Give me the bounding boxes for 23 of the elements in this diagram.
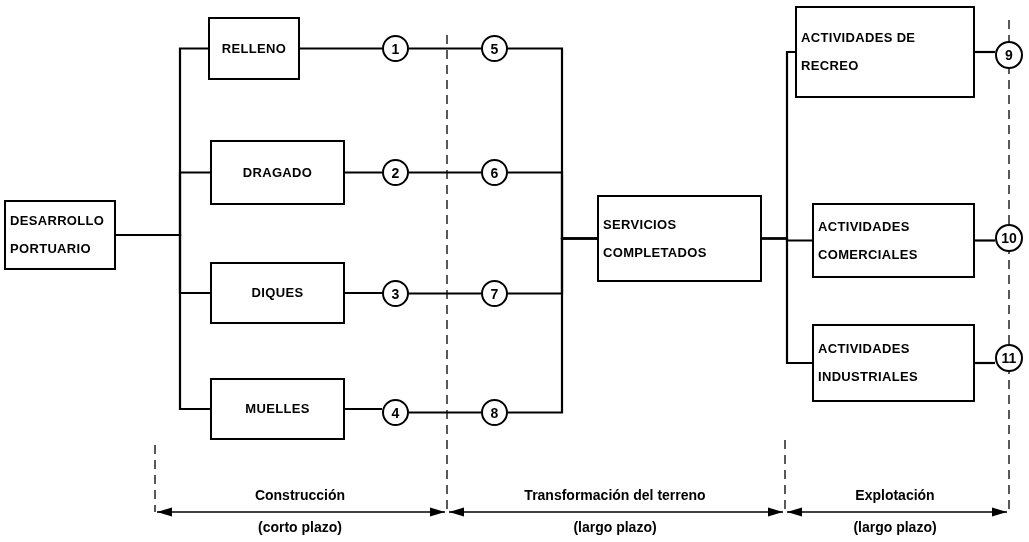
connector-line — [762, 237, 812, 365]
process-box: RELLENO — [208, 17, 300, 80]
process-box: MUELLES — [210, 378, 345, 440]
connector-line — [409, 171, 481, 174]
connector-line — [508, 237, 597, 414]
connector-line — [345, 291, 382, 295]
process-box: ACTIVIDADES DE RECREO — [795, 6, 975, 98]
connector-line — [345, 171, 382, 174]
connector-line — [345, 407, 382, 411]
connector-line — [975, 50, 995, 54]
connector-line — [975, 361, 995, 365]
process-box: DRAGADO — [210, 140, 345, 205]
process-box: ACTIVIDADES INDUSTRIALES — [812, 324, 975, 402]
connector-line — [409, 47, 481, 50]
connector-line — [116, 233, 210, 411]
connector-line — [975, 239, 995, 242]
process-box: ACTIVIDADES COMERCIALES — [812, 203, 975, 278]
connector-line — [409, 292, 481, 295]
connector-line — [409, 411, 481, 414]
process-box: DESARROLLO PORTUARIO — [4, 200, 116, 270]
process-box: SERVICIOS COMPLETADOS — [597, 195, 762, 282]
connector-line — [300, 47, 382, 50]
process-box: DIQUES — [210, 262, 345, 324]
